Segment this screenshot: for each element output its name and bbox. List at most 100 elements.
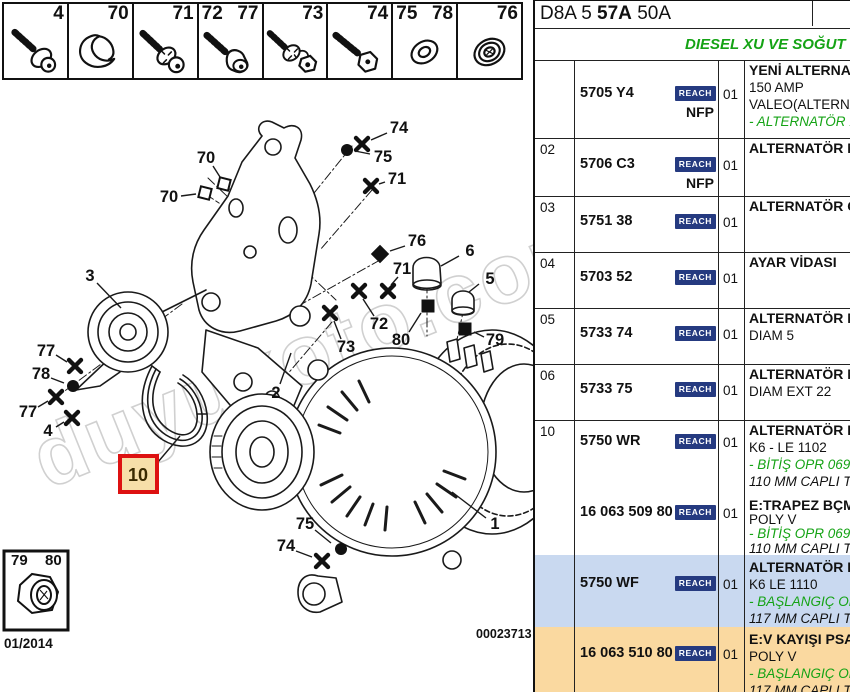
description-line: 110 MM CAPLI TAKVİY (749, 540, 850, 556)
callout-label[interactable]: 74 (277, 537, 296, 555)
item-number-cell (535, 555, 575, 627)
quantity-cell: 01 (719, 555, 745, 627)
reach-badge[interactable]: REACH (674, 575, 716, 591)
callout-label[interactable]: 2 (271, 384, 280, 402)
fastener-cell: 75 78 (393, 4, 459, 78)
lock-nut-icon (16, 572, 60, 615)
callout-leader-line (212, 165, 221, 178)
callout-label[interactable]: 6 (465, 242, 474, 260)
fastener-label: 77 (237, 3, 259, 24)
callout-label[interactable]: 77 (37, 342, 55, 360)
part-number-cell: 5733 75 REACH (575, 365, 719, 420)
callout-label[interactable]: 71 (388, 170, 406, 188)
reach-badge[interactable]: REACH (674, 269, 716, 285)
part-number: 5706 C3 (580, 156, 635, 172)
callout-label[interactable]: 4 (43, 422, 53, 440)
callout-label[interactable]: 75 (296, 515, 314, 533)
description-line: ALTERNATÖR KAYIŞI (749, 559, 850, 575)
description-line: YENİ ALTERNATÖR (749, 62, 850, 78)
description-line: ALTERNATÖR GERİCİ (749, 198, 850, 214)
description-line: 117 MM CAPLI TAKVİY (749, 611, 850, 626)
dot-marker-icon (67, 380, 79, 392)
callout-label[interactable]: 80 (392, 331, 410, 349)
description-line: E:V KAYIŞI PSA (749, 631, 850, 647)
reach-badge[interactable]: REACH (674, 156, 716, 172)
fastener-label: 70 (107, 3, 129, 24)
description-line: ALTERNATÖR KAYIŞI (749, 422, 850, 438)
callout-label[interactable]: 70 (197, 149, 215, 167)
dot-marker-icon (341, 144, 353, 156)
callout-label[interactable]: 77 (19, 403, 37, 421)
callout-label[interactable]: 70 (160, 188, 178, 206)
callout-label[interactable]: 74 (390, 119, 409, 137)
callout-label[interactable]: 78 (32, 365, 50, 383)
reach-badge[interactable]: REACH (674, 325, 716, 341)
fastener-label: 72 (201, 3, 223, 24)
reach-badge[interactable]: REACH (674, 85, 716, 101)
callout-label[interactable]: 3 (85, 267, 94, 285)
reach-badge[interactable]: REACH (674, 433, 716, 449)
callout-label[interactable]: 75 (374, 148, 392, 166)
catalog-code-main: 57A (597, 3, 632, 24)
description-cell: ALTERNATÖR KAYIŞIK6 - LE 1102- BİTİŞ OPR… (745, 421, 850, 497)
description-line: - BİTİŞ OPR 06993 VE (749, 526, 850, 541)
part-number-cell: 5706 C3 REACH NFP (575, 139, 719, 196)
callout-label[interactable]: 5 (485, 270, 494, 288)
description-line: - BAŞLANGIÇ OPR 069 (749, 594, 850, 609)
description-line: ALTERNATÖR MESNE (749, 140, 850, 156)
bushing-clip-icon (78, 34, 116, 68)
highlighted-callout-label[interactable]: 10 (128, 465, 148, 485)
callout-leader-line (314, 529, 332, 544)
callout-label[interactable]: 73 (337, 338, 355, 356)
highlighted-callout-10[interactable]: 10 (118, 435, 181, 494)
callout-leader-line (180, 193, 197, 197)
reach-badge[interactable]: REACH (674, 381, 716, 397)
x-marker-icon (321, 304, 339, 322)
part-number: 5733 75 (580, 381, 633, 397)
description-cell: AYAR VİDASI (745, 253, 850, 308)
callout-leader-line (378, 181, 386, 185)
callout-leader-line (295, 550, 313, 558)
callout-leader-line (408, 312, 422, 333)
fastener-cell: 71 (134, 4, 199, 78)
item-number-cell: 05 (535, 309, 575, 364)
item-number-cell (535, 627, 575, 692)
reach-badge[interactable]: REACH (674, 645, 716, 661)
description-line: ALTERNATÖR MUHAF (749, 310, 850, 326)
fastener-label: 71 (172, 3, 194, 24)
inset-label: 80 (45, 552, 62, 569)
diamond-marker-icon (370, 244, 390, 264)
callout-label[interactable]: 79 (486, 331, 504, 349)
catalog-code-prefix: D8A 5 (540, 3, 592, 24)
description-line: POLY V (749, 511, 797, 527)
callout-leader-line (96, 282, 122, 309)
nfp-flag: NFP (686, 175, 714, 191)
reach-badge[interactable]: REACH (674, 213, 716, 229)
callout-label[interactable]: 71 (393, 260, 411, 278)
quantity-cell: 01 (719, 253, 745, 308)
fastener-label: 74 (367, 3, 389, 24)
callout-leader-line (55, 354, 68, 363)
callout-label[interactable]: 72 (370, 315, 388, 333)
callout-label[interactable]: 76 (408, 232, 426, 250)
section-title: DIESEL XU VE SOĞUT (685, 36, 846, 53)
quantity-cell: 01 (719, 421, 745, 497)
callout-label[interactable]: 1 (490, 515, 499, 533)
reach-badge[interactable]: REACH (674, 504, 716, 520)
description-cell: ALTERNATÖR MESNE (745, 139, 850, 196)
part-number: 5703 52 (580, 269, 633, 285)
